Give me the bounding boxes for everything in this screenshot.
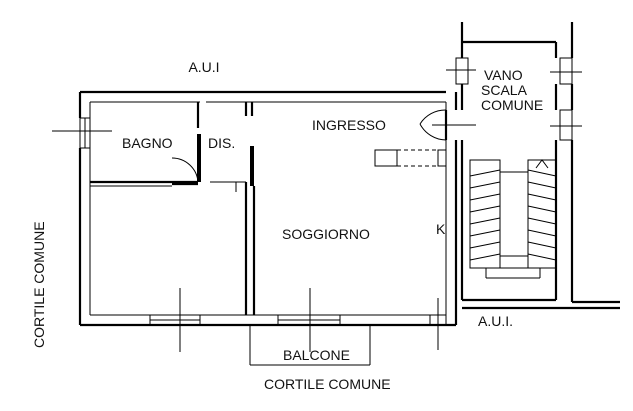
windows bbox=[52, 117, 447, 352]
label-aui-bottom: A.U.I. bbox=[478, 313, 513, 329]
stair-window-right-2 bbox=[559, 109, 573, 141]
stair-direction-arrow-icon bbox=[535, 159, 549, 169]
balcony bbox=[249, 325, 371, 366]
stair-window-right-1 bbox=[559, 57, 573, 85]
internal-walls bbox=[90, 102, 256, 315]
stair-core bbox=[499, 171, 529, 257]
counter-box-left bbox=[374, 149, 398, 167]
kitchen-counter bbox=[374, 149, 447, 167]
label-comune: COMUNE bbox=[481, 97, 543, 113]
bagno-door-leaf bbox=[197, 134, 201, 182]
stair-treads-right bbox=[527, 169, 557, 261]
entry-door-swing-2 bbox=[419, 123, 447, 141]
label-aui-top: A.U.I bbox=[188, 59, 219, 75]
stair-flight-left bbox=[469, 159, 501, 269]
counter-box-right bbox=[437, 149, 447, 167]
stairwell bbox=[446, 22, 620, 310]
stair-window-left bbox=[455, 57, 469, 85]
entry-door-swing bbox=[419, 109, 447, 125]
label-kitchen: K bbox=[436, 221, 446, 237]
label-ingresso: INGRESSO bbox=[312, 117, 386, 133]
labels: A.U.I VANO SCALA COMUNE INGRESSO BAGNO D… bbox=[31, 59, 543, 392]
label-scala: SCALA bbox=[481, 82, 528, 98]
dis-door-leaf bbox=[250, 146, 254, 186]
label-bagno: BAGNO bbox=[122, 135, 173, 151]
stair-treads-left bbox=[469, 169, 501, 261]
door-swing-bagno bbox=[171, 157, 199, 183]
label-soggiorno: SOGGIORNO bbox=[282, 226, 370, 242]
label-vano: VANO bbox=[484, 67, 523, 83]
label-balcone: BALCONE bbox=[283, 347, 350, 363]
stair-flight-right bbox=[527, 159, 557, 269]
label-cortile-left: CORTILE COMUNE bbox=[31, 221, 47, 348]
entry-door bbox=[419, 109, 476, 141]
outer-walls bbox=[78, 90, 458, 327]
label-cortile-bottom: CORTILE COMUNE bbox=[264, 376, 391, 392]
label-dis: DIS. bbox=[208, 135, 235, 151]
